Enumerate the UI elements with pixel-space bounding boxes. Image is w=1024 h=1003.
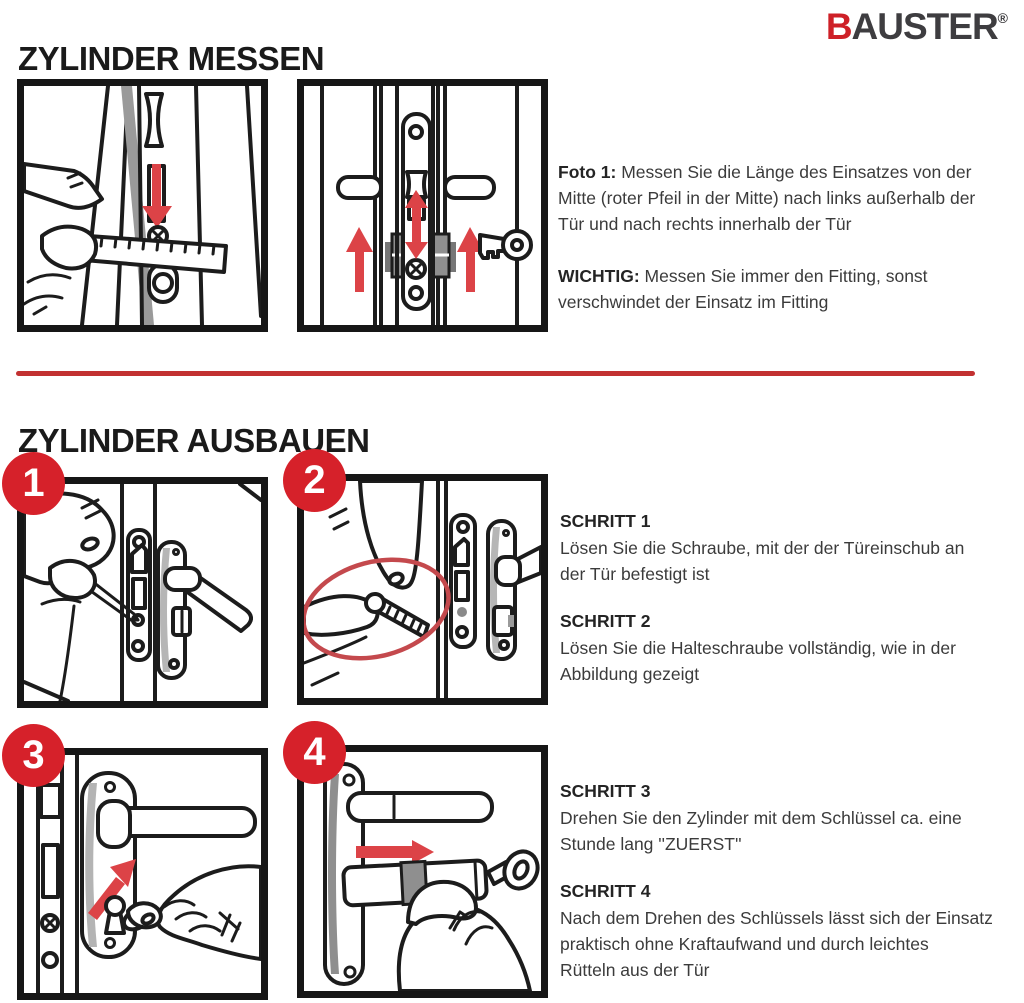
logo-hammer-b-icon: B [825, 6, 853, 47]
red-double-arrow-center-icon [405, 190, 428, 259]
wichtig-label: WICHTIG: [558, 266, 640, 286]
step4-text: Nach dem Drehen des Schlüssels lässt sic… [560, 908, 993, 980]
step-number-badge-2: 2 [283, 449, 346, 512]
illustration-step3-turn-key [17, 748, 268, 1000]
step2-heading: SCHRITT 2 [560, 611, 651, 631]
left-door-handle [336, 175, 383, 200]
hand-finger-wedge [24, 162, 104, 210]
red-divider-line [16, 371, 975, 376]
step2-text: Lösen Sie die Halteschraube vollständig,… [560, 638, 956, 684]
hand-holding-screwdriver [24, 491, 116, 701]
step4-drawing [323, 762, 540, 991]
red-highlight-ellipse [304, 557, 451, 661]
red-arrow-up-right-icon [457, 227, 484, 292]
door-handle-plate [156, 540, 253, 680]
logo-wordmark: AUSTER [851, 6, 999, 47]
step3-heading: SCHRITT 3 [560, 781, 651, 801]
steps-text-3-4: SCHRITT 3 Drehen Sie den Zylinder mit de… [560, 779, 1024, 1003]
keyhole-icon [104, 895, 126, 935]
foto-description: Foto 1: Messen Sie die Länge des Einsatz… [558, 133, 1020, 315]
red-arrow-right-icon [356, 840, 434, 864]
door-handle-plate [486, 519, 541, 661]
illustration-step2-remove-screw [297, 474, 548, 705]
steps-text-1-2: SCHRITT 1 Lösen Sie die Schraube, mit de… [560, 509, 1024, 709]
right-door-handle [443, 175, 496, 200]
registered-trademark-symbol: ® [997, 10, 1008, 26]
bauster-logo: BAUSTER® [826, 6, 1008, 48]
illustration-cylinder-cross-section [297, 79, 548, 332]
step3-text: Drehen Sie den Zylinder mit dem Schlüsse… [560, 808, 962, 854]
screw-icon [405, 258, 427, 280]
foto-text: Messen Sie die Länge des Einsatzes von d… [558, 162, 976, 234]
hand-pulling-cylinder [396, 879, 532, 991]
cross-section-drawing [320, 86, 533, 325]
screw-icon [364, 592, 430, 639]
empty-screw-hole [457, 607, 467, 617]
foto-label: Foto 1: [558, 162, 617, 182]
red-arrow-up-left-icon [346, 227, 373, 292]
illustration-measure-cylinder-ruler [17, 79, 268, 332]
key-icon [478, 229, 533, 261]
step4-heading: SCHRITT 4 [560, 881, 651, 901]
hand-thumb [24, 224, 99, 316]
illustration-step4-pull-cylinder [297, 745, 548, 998]
red-arrow-down-icon [142, 164, 172, 228]
step-number-badge-4: 4 [283, 721, 346, 784]
key-icon [486, 849, 540, 891]
step1-text: Lösen Sie die Schraube, mit der der Türe… [560, 538, 965, 584]
hand-turning-key [126, 864, 261, 961]
measure-ruler-drawing [24, 86, 261, 325]
page-title-zylinder-messen: ZYLINDER MESSEN [18, 40, 325, 78]
step-number-badge-1: 1 [2, 452, 65, 515]
step2-drawing [304, 481, 541, 698]
red-arrow-up-right-icon [88, 859, 136, 920]
illustration-step1-unscrew-faceplate [17, 477, 268, 708]
step3-drawing [36, 755, 261, 993]
step1-drawing [24, 484, 261, 701]
screw-icon [40, 913, 60, 933]
step-number-badge-3: 3 [2, 724, 65, 787]
step1-heading: SCHRITT 1 [560, 511, 651, 531]
wichtig-text: Messen Sie immer den Fitting, sonst vers… [558, 266, 928, 312]
